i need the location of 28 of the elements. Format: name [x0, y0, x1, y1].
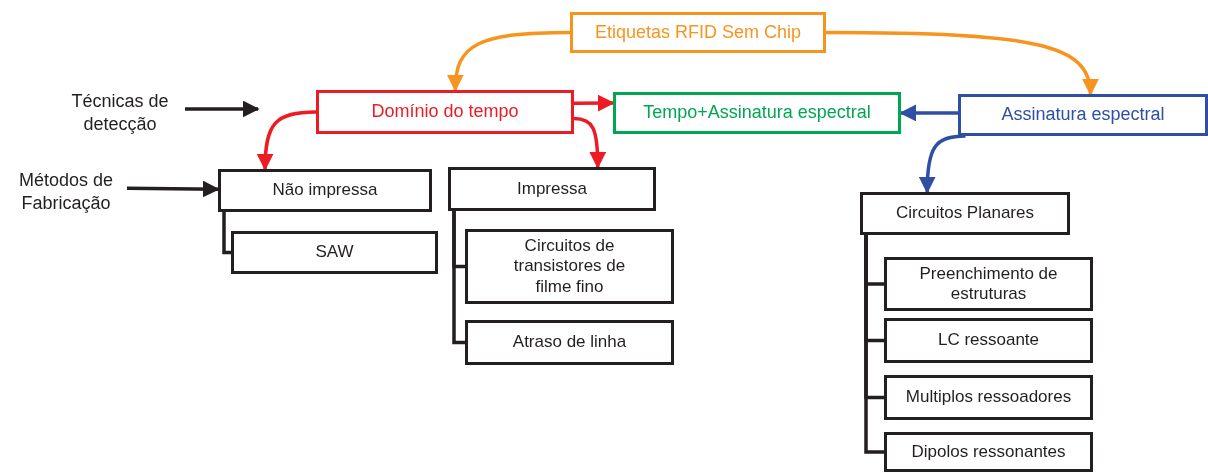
text-label: Métodos de Fabricação	[5, 168, 127, 216]
connector-line	[222, 212, 231, 255]
process-box: Preenchimento de estruturas	[884, 257, 1093, 311]
arrow	[256, 110, 317, 171]
process-box: Domínio do tempo	[316, 90, 574, 134]
process-box: Assinatura espectral	[958, 94, 1208, 136]
arrow	[185, 100, 260, 118]
arrow	[899, 104, 958, 122]
process-box: Dipolos ressonantes	[884, 432, 1093, 472]
process-box: Atraso de linha	[465, 320, 674, 365]
process-box: LC ressoante	[884, 318, 1093, 363]
process-box: Etiquetas RFID Sem Chip	[570, 12, 826, 53]
connector-line	[864, 235, 884, 454]
process-box: Impressa	[448, 167, 656, 211]
process-box: Circuitos Planares	[860, 192, 1070, 235]
process-box: Circuitos de transistores de filme fino	[465, 229, 674, 304]
arrow	[447, 30, 570, 92]
arrow	[918, 134, 966, 194]
arrow	[826, 30, 1098, 96]
process-box: Tempo+Assinatura espectral	[613, 92, 901, 134]
connector-line	[452, 211, 465, 345]
process-box: Multiplos ressoadores	[884, 375, 1093, 420]
process-box: SAW	[231, 231, 438, 274]
text-label: Técnicas de detecção	[55, 90, 185, 136]
arrow	[573, 116, 607, 169]
arrow	[574, 94, 615, 112]
process-box: Não impressa	[218, 169, 432, 212]
arrow	[127, 180, 220, 198]
